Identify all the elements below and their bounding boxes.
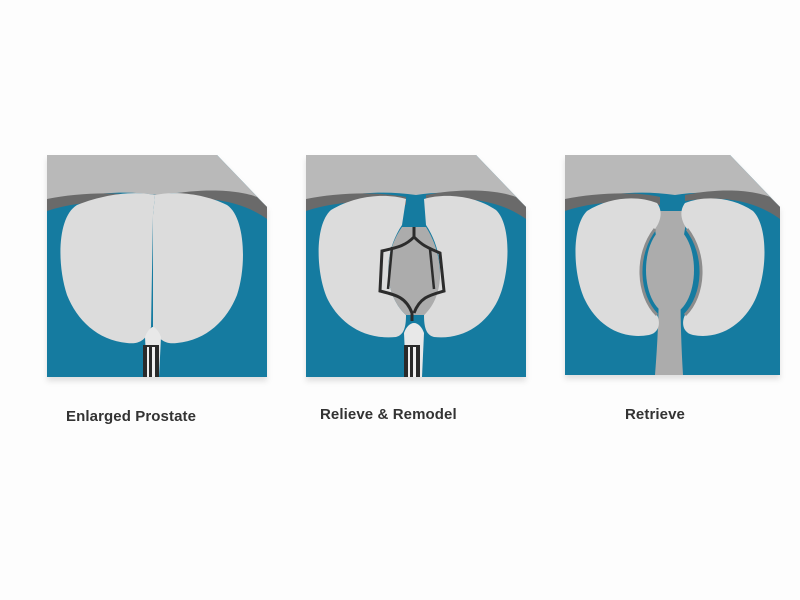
relieve-remodel-illustration [306, 155, 526, 377]
enlarged-prostate-illustration [47, 155, 267, 377]
retrieve-illustration [565, 155, 780, 375]
panel-retrieve [565, 155, 785, 377]
caption-retrieve: Retrieve [625, 406, 686, 423]
panel-relieve-remodel [306, 155, 526, 377]
caption-relieve-remodel: Relieve & Remodel [320, 406, 457, 423]
panel-enlarged-prostate [47, 155, 267, 377]
caption-enlarged-prostate: Enlarged Prostate [66, 408, 197, 425]
